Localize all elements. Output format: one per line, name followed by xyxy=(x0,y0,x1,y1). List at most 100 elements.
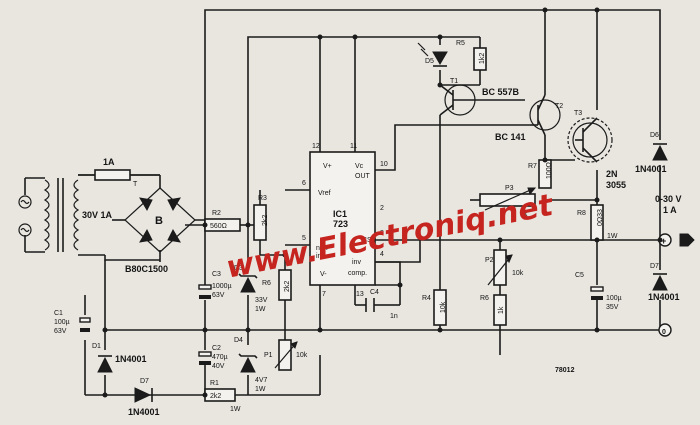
r8-label: R8 xyxy=(577,210,586,217)
svg-text:2: 2 xyxy=(380,205,384,212)
bridge-rectifier: B B80C1500 T xyxy=(124,181,196,274)
r8-watt: 1W xyxy=(607,233,618,240)
d7a-part: 1N4001 xyxy=(128,407,160,417)
r8-value: 0Ω33 xyxy=(597,209,604,226)
d5-label: D5 xyxy=(425,58,434,65)
svg-text:1n: 1n xyxy=(390,313,398,320)
r3-label: R3 xyxy=(258,195,267,202)
fuse: 1A xyxy=(94,157,131,181)
d1-part: 1N4001 xyxy=(115,354,147,364)
svg-text:CS: CS xyxy=(362,237,372,244)
r4-label: R4 xyxy=(422,295,431,302)
p1-value: 10k xyxy=(296,352,308,359)
d6-label: D6 xyxy=(650,132,659,139)
svg-text:T: T xyxy=(133,181,138,188)
svg-text:V-: V- xyxy=(320,271,327,278)
r6a-value: 2k2 xyxy=(284,281,291,292)
r5-value: 1k2 xyxy=(479,53,486,64)
resistor-r2: R2 560Ω xyxy=(204,210,241,232)
d7b-part: 1N4001 xyxy=(648,292,680,302)
d7b-label: D7 xyxy=(650,263,659,270)
svg-text:V+: V+ xyxy=(323,163,332,170)
d6-part: 1N4001 xyxy=(635,164,667,174)
r3-value: 2k2 xyxy=(262,215,269,226)
t1-label: T1 xyxy=(450,78,458,85)
p2-label: P2 xyxy=(485,257,494,264)
resistor-r6-1k: R6 1k xyxy=(480,294,507,326)
transformer: 30V 1A xyxy=(43,178,113,252)
svg-text:OUT: OUT xyxy=(355,173,371,180)
junction-dots xyxy=(102,7,663,398)
t2-label: T2 xyxy=(555,103,563,110)
svg-text:Vc: Vc xyxy=(355,163,364,170)
r4-value: 10k xyxy=(440,301,447,313)
r7-value: 100Ω xyxy=(546,162,553,179)
r6b-value: 1k xyxy=(498,306,505,314)
diode-d1: D1 1N4001 xyxy=(92,343,147,373)
svg-text:7: 7 xyxy=(322,291,326,298)
svg-text:11: 11 xyxy=(350,143,357,150)
diode-d7-lower: D7 1N4001 xyxy=(128,378,160,417)
t1-part: BC 557B xyxy=(482,87,520,97)
r7-label: R7 xyxy=(528,163,537,170)
svg-text:0: 0 xyxy=(662,329,666,336)
c5-label: C5 xyxy=(575,272,584,279)
d1-label: D1 xyxy=(92,343,101,350)
svg-text:6: 6 xyxy=(302,180,306,187)
r6b-label: R6 xyxy=(480,295,489,302)
p3-label: P3 xyxy=(505,185,514,192)
resistor-r6-2k2: R6 2k2 xyxy=(262,269,292,301)
capacitor-c4: C4 1n xyxy=(355,289,398,320)
transformer-rating: 30V 1A xyxy=(82,210,113,220)
c4-label: C4 xyxy=(370,289,379,296)
svg-text:+: + xyxy=(661,236,666,246)
r2-label: R2 xyxy=(212,210,221,217)
svg-text:1W: 1W xyxy=(230,406,241,413)
svg-text:4: 4 xyxy=(380,251,384,258)
fuse-label: 1A xyxy=(103,157,115,167)
svg-text:inv: inv xyxy=(352,259,361,266)
d4-label: D4 xyxy=(234,337,243,344)
d3-label: D3 xyxy=(234,265,243,272)
svg-text:2k2: 2k2 xyxy=(210,393,221,400)
resistor-r8: R8 0Ω33 1W xyxy=(577,204,618,241)
t2-part: BC 141 xyxy=(495,132,526,142)
wires xyxy=(24,9,665,396)
svg-text:3: 3 xyxy=(380,230,384,237)
p2-value: 10k xyxy=(512,270,524,277)
mains-input xyxy=(18,195,32,237)
diode-d6: D6 1N4001 xyxy=(635,132,668,174)
d7a-label: D7 xyxy=(140,378,149,385)
svg-text:10: 10 xyxy=(380,161,388,168)
resistor-r7: R7 100Ω xyxy=(528,159,553,189)
bridge-part: B80C1500 xyxy=(125,264,168,274)
r5-label: R5 xyxy=(456,40,465,47)
led-d5: D5 xyxy=(417,42,448,67)
p3-value: 1k xyxy=(520,211,528,218)
potentiometer-p3: P3 1k xyxy=(479,185,537,218)
svg-text:Vref: Vref xyxy=(318,190,331,197)
svg-text:12: 12 xyxy=(312,143,320,150)
r2-value: 560Ω xyxy=(210,223,227,230)
transistor-t2: T2 BC 141 xyxy=(495,94,563,142)
potentiometer-p1: P1 10k xyxy=(264,339,308,371)
